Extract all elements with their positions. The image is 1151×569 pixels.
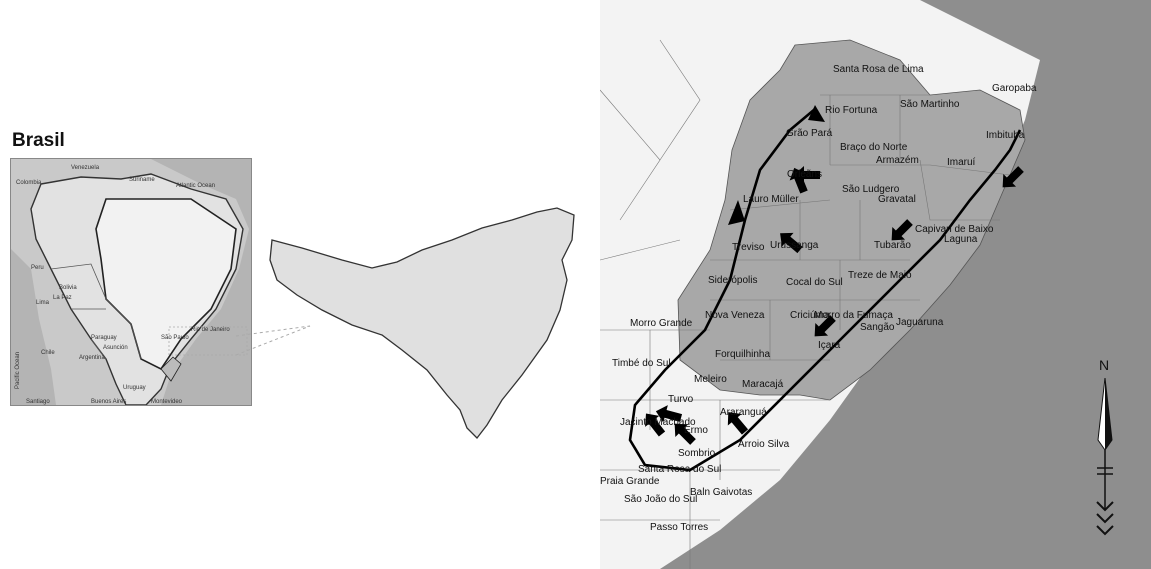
north-label: N — [1099, 357, 1109, 373]
label-icara: Içara — [818, 340, 841, 351]
country-label-argentina: Argentina — [79, 355, 105, 361]
country-label-chile: Chile — [41, 350, 55, 356]
city-label-sao-paulo: São Paulo — [161, 335, 189, 341]
city-label-montevideo: Montevideo — [151, 399, 183, 405]
city-label-santiago: Santiago — [26, 399, 50, 405]
label-capivari-de-baixo: Capivari de Baixo — [915, 224, 994, 235]
country-label-colombia: Colombia — [16, 180, 42, 186]
pacific-ocean-label: Pacific Ocean — [15, 352, 21, 389]
flow-arrow — [780, 232, 803, 254]
label-morro-grande: Morro Grande — [630, 318, 693, 329]
flow-arrow — [645, 413, 666, 437]
label-baln-gaivotas: Baln Gaivotas — [690, 487, 752, 498]
flow-arrows — [645, 166, 1024, 445]
label-armazem: Armazém — [876, 155, 919, 166]
label-maracaja: Maracajá — [742, 379, 784, 390]
label-praia-grande: Praia Grande — [600, 476, 660, 487]
label-imarui: Imaruí — [947, 157, 976, 168]
flow-arrow — [891, 219, 913, 241]
label-sao-joao-do-sul: São João do Sul — [624, 494, 697, 505]
label-arroio-silva: Arroio Silva — [738, 439, 790, 450]
label-gravatal: Gravatal — [878, 194, 916, 205]
route-loop-line — [628, 108, 1022, 472]
label-morro-da-fumaca: Morro da Fumaça — [814, 310, 893, 321]
label-criciuma: Criciúma — [790, 310, 830, 321]
label-meleiro: Meleiro — [694, 374, 727, 385]
label-laguna: Laguna — [944, 234, 978, 245]
municipality-labels: Santa Rosa de Lima Rio Fortuna São Marti… — [600, 64, 1037, 533]
route-arrowhead — [808, 105, 825, 122]
city-label-buenos-aires: Buenos Aires — [91, 399, 126, 405]
label-sao-martinho: São Martinho — [900, 99, 960, 110]
atlantic-ocean-label: Atlantic Ocean — [176, 183, 215, 189]
study-region-highlight — [677, 39, 1026, 401]
country-label-bolivia: Bolivia — [59, 285, 77, 291]
flow-arrow — [789, 167, 808, 194]
city-label-la-paz: La Paz — [53, 295, 72, 301]
pacific-ocean-area — [11, 249, 56, 405]
label-treze-de-maio: Treze de Maio — [848, 270, 912, 281]
label-cocal-do-sul: Cocal do Sul — [786, 277, 843, 288]
label-lauro-muller: Lauro Müller — [743, 194, 799, 205]
country-label-peru: Peru — [31, 265, 44, 271]
ocean-area — [660, 0, 1151, 569]
brazil-inset-map: Atlantic Ocean Pacific Ocean Venezuela C… — [10, 158, 252, 406]
label-grao-para: Grão Pará — [786, 128, 833, 139]
flow-arrow — [674, 423, 696, 445]
city-label-lima: Lima — [36, 300, 50, 306]
country-label-suriname: Suriname — [129, 177, 155, 183]
label-turvo: Turvo — [668, 394, 694, 405]
label-nova-veneza: Nova Veneza — [705, 310, 765, 321]
label-orleans: Orleãns — [787, 169, 822, 180]
flow-arrow — [727, 412, 749, 435]
country-label-paraguay: Paraguay — [91, 335, 117, 341]
zoom-box — [168, 326, 248, 356]
city-label-rio-de-janeiro: Rio de Janeiro — [191, 327, 230, 333]
label-santa-rosa-do-sul: Santa Rosa do Sul — [638, 464, 721, 475]
country-label-uruguay: Uruguay — [123, 385, 146, 391]
label-tubarao: Tubarão — [874, 240, 911, 251]
label-passo-torres: Passo Torres — [650, 522, 708, 533]
flow-arrow — [655, 405, 683, 423]
label-sao-ludgero: São Ludgero — [842, 184, 900, 195]
north-arrow: N — [1096, 357, 1114, 536]
santa-catarina-state-shape — [269, 207, 575, 439]
map-title: Brasil — [12, 130, 65, 151]
regional-municipality-map: Santa Rosa de Lima Rio Fortuna São Marti… — [600, 0, 1151, 569]
country-label-venezuela: Venezuela — [71, 165, 100, 171]
label-braco-do-norte: Braço do Norte — [840, 142, 908, 153]
label-garopaba: Garopaba — [992, 83, 1037, 94]
city-label-asuncion: Asunción — [103, 345, 128, 351]
label-rio-fortuna: Rio Fortuna — [825, 105, 878, 116]
label-santa-rosa-de-lima: Santa Rosa de Lima — [833, 64, 924, 75]
label-timbe-do-sul: Timbé do Sul — [612, 358, 671, 369]
label-forquilhinha: Forquilhinha — [715, 349, 770, 360]
label-urussanga: Urussanga — [770, 240, 819, 251]
label-jacinto-machado: Jacinto Machado — [620, 417, 696, 428]
country-borders — [50, 263, 142, 360]
label-sangao: Sangão — [860, 322, 895, 333]
atlantic-ocean-area — [151, 159, 251, 405]
label-ermo: Ermo — [684, 425, 708, 436]
santa-catarina-outline-map — [262, 200, 602, 440]
santa-catarina-highlight — [160, 356, 182, 382]
label-imbituba: Imbituba — [986, 130, 1025, 141]
landmark-triangle — [728, 200, 745, 225]
label-ararangua: Araranguá — [720, 407, 767, 418]
flow-arrow — [1002, 166, 1024, 188]
flow-arrow — [814, 315, 836, 337]
label-sideropolis: Siderópolis — [708, 275, 757, 286]
label-jaguaruna: Jaguaruna — [896, 317, 944, 328]
label-sombrio: Sombrio — [678, 448, 716, 459]
label-treviso: Treviso — [732, 242, 765, 253]
